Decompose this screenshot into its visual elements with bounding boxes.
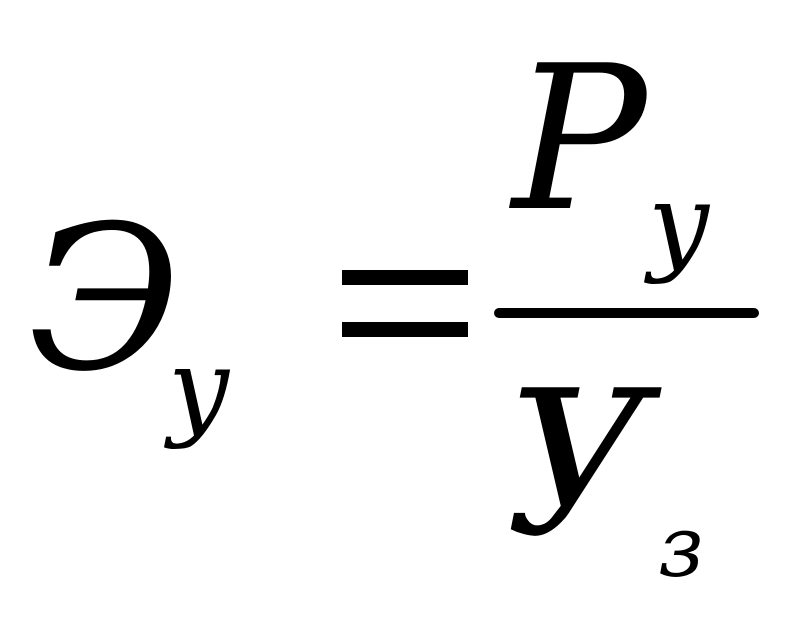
denominator-subscript: з	[658, 498, 704, 596]
lhs-subscript: у	[168, 326, 231, 451]
lhs-symbol: Э	[28, 183, 182, 416]
equals-sign-top-bar	[342, 270, 468, 285]
equals-sign-bottom-bar	[342, 322, 468, 337]
numerator-symbol: Р	[512, 23, 647, 256]
fraction-bar	[494, 308, 759, 318]
numerator-subscript: у	[648, 161, 711, 286]
denominator-symbol: У	[505, 348, 650, 581]
